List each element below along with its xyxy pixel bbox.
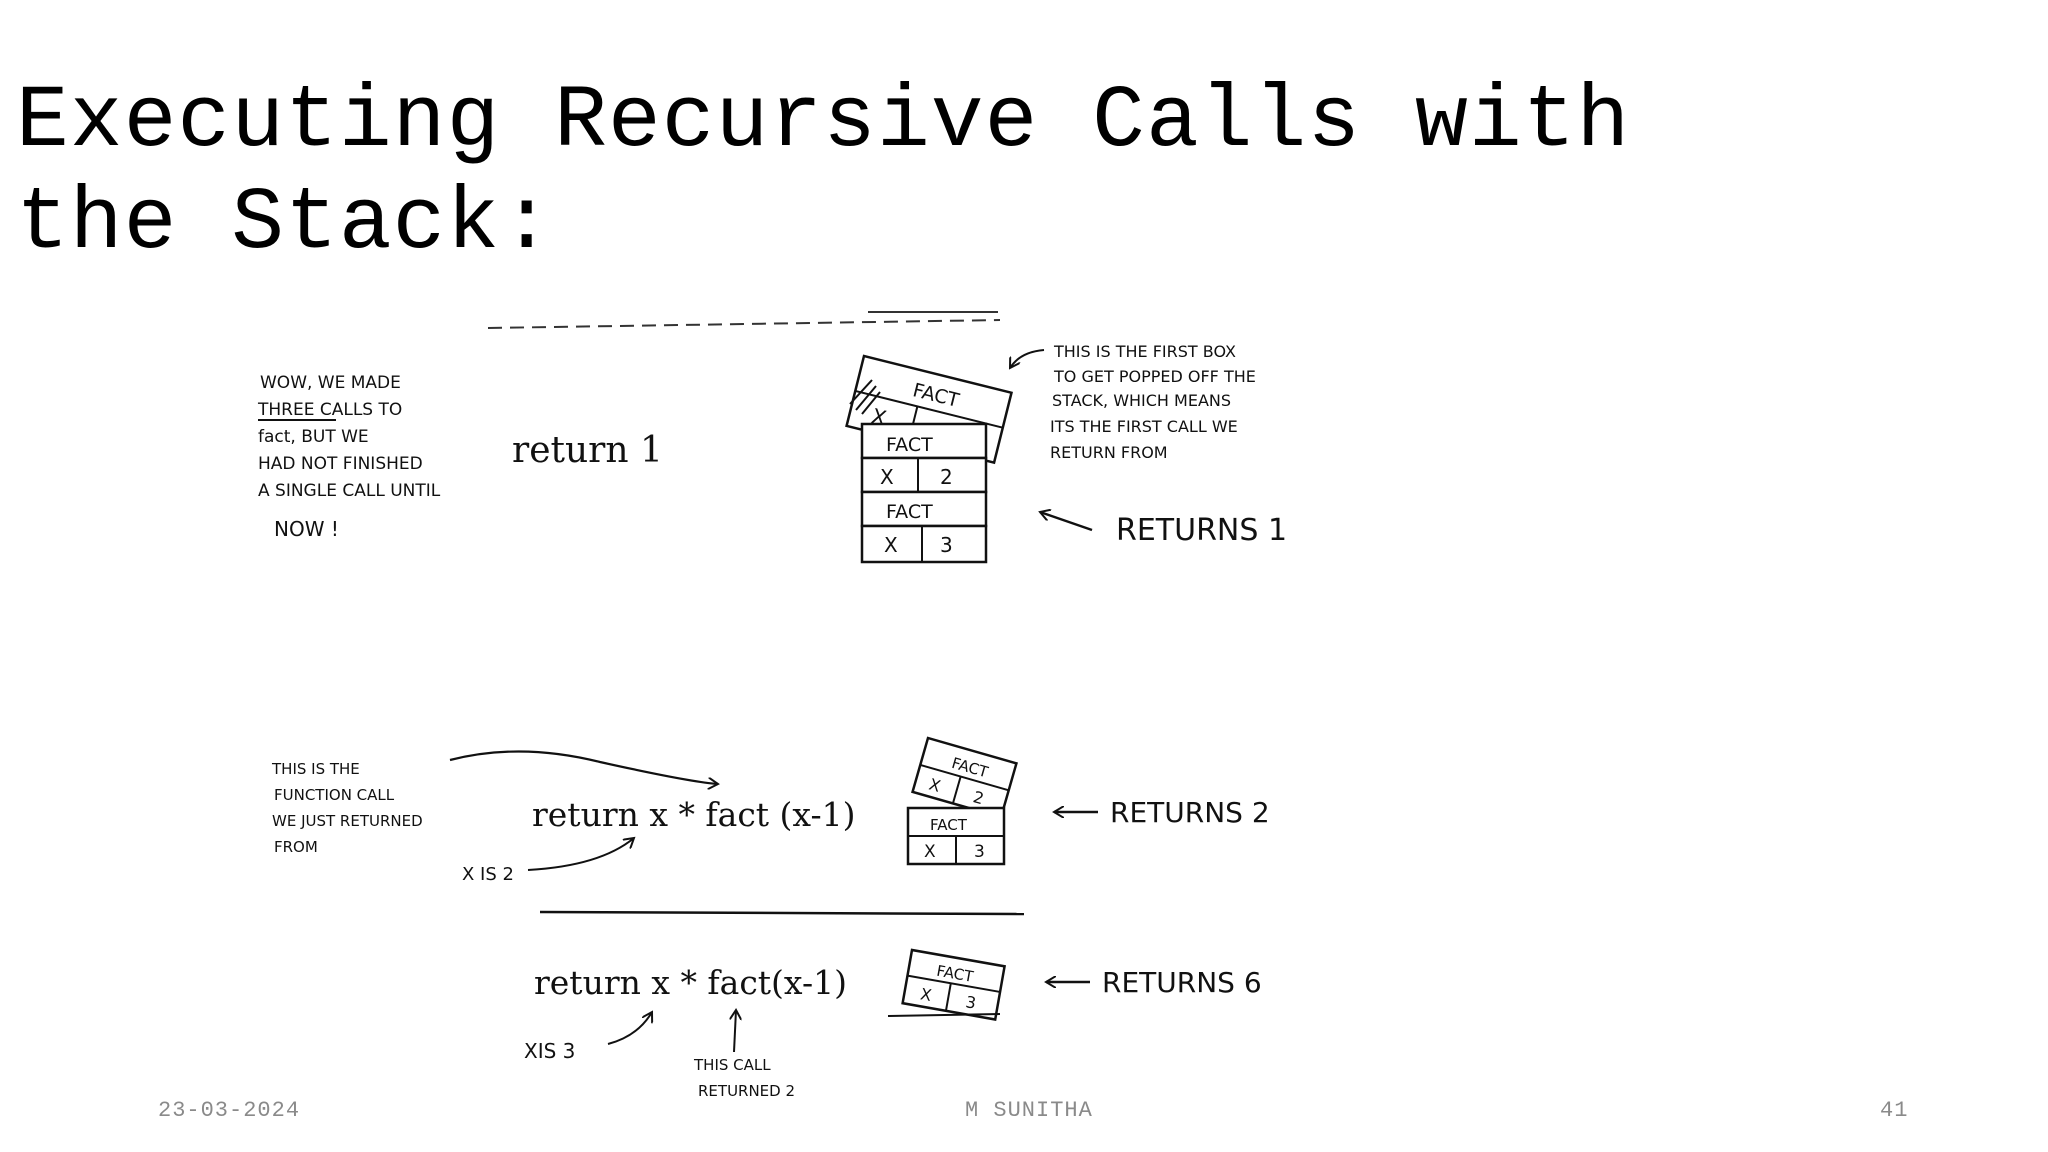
x-note-arrow-icon [528,838,634,870]
stack-frame-x3: FACT X 3 [862,492,986,562]
panel-2-x-note: X IS 2 [462,864,514,885]
panel-2-note-line: WE JUST RETURNED [272,812,423,830]
panel-1: WOW, WE MADE THREE CALLS TO fact, BUT WE… [257,342,1287,562]
panel-3-call-note-line: RETURNED 2 [698,1082,795,1100]
panel-1-note-line: NOW ! [274,517,339,541]
panel-2: THIS IS THE FUNCTION CALL WE JUST RETURN… [271,738,1270,885]
footer-date: 23-03-2024 [158,1098,300,1123]
panel-3-x-note: XIS 3 [524,1039,575,1063]
footer-author: M SUNITHA [965,1098,1093,1123]
panel-2-note-line: FUNCTION CALL [274,786,395,804]
panel-2-note-line: THIS IS THE [271,760,360,778]
panel-2-returns: RETURNS 2 [1110,796,1270,829]
panel-1-note-line: fact, BUT WE [258,427,369,447]
callout-line: STACK, WHICH MEANS [1052,391,1231,410]
frame-value: 2 [940,465,953,489]
top-separator [488,320,1000,328]
panel-1-returns: RETURNS 1 [1116,513,1287,548]
panel-1-callout: THIS IS THE FIRST BOX TO GET POPPED OFF … [1050,342,1256,462]
panel-separator [540,912,1024,914]
frame-label: FACT [930,816,968,834]
panel-2-note: THIS IS THE FUNCTION CALL WE JUST RETURN… [271,760,423,856]
panel-3-call-note-line: THIS CALL [693,1056,771,1074]
panel-1-code: return 1 [512,430,663,471]
frame-x-label: X [924,842,936,862]
panel-2-code: return x * fact (x-1) [532,795,855,834]
frame-value: 3 [974,842,985,862]
panel-1-note-line: HAD NOT FINISHED [258,454,423,474]
footer-page-number: 41 [1880,1098,1908,1123]
panel-1-note-line: A SINGLE CALL UNTIL [258,481,441,501]
curved-arrow-icon [450,751,718,784]
panel-1-note-line: WOW, WE MADE [260,373,401,393]
callout-line: ITS THE FIRST CALL WE [1050,417,1238,436]
panel-1-note: WOW, WE MADE THREE CALLS TO fact, BUT WE… [257,373,441,541]
callout-line: TO GET POPPED OFF THE [1053,367,1256,386]
panel-1-note-line: THREE CALLS TO [257,400,402,420]
frame-value: 3 [940,533,953,557]
stack-frame-x3-tilted: FACT X 3 [903,950,1005,1020]
callout-line: RETURN FROM [1050,443,1168,462]
up-arrow-icon [734,1010,736,1052]
frame-label: FACT [886,501,933,523]
panel-3-returns: RETURNS 6 [1102,966,1262,999]
stack-frame-x2-tilted: FACT X 2 [913,738,1017,817]
panel-3-code: return x * fact(x-1) [534,963,847,1002]
frame-x-label: X [880,465,894,489]
panel-3: return x * fact(x-1) XIS 3 THIS CALL RET… [524,950,1262,1100]
frame-x-label: X [884,533,898,557]
panel-2-note-line: FROM [274,838,318,856]
stack-frame-x3: FACT X 3 [908,808,1004,864]
stack-frame-x2: FACT X 2 [862,424,986,492]
frame-label: FACT [886,434,933,456]
left-arrow-icon [1040,512,1092,530]
x-note-arrow-icon [608,1012,652,1044]
callout-line: THIS IS THE FIRST BOX [1053,342,1236,361]
callout-arrow-icon [1010,350,1044,368]
